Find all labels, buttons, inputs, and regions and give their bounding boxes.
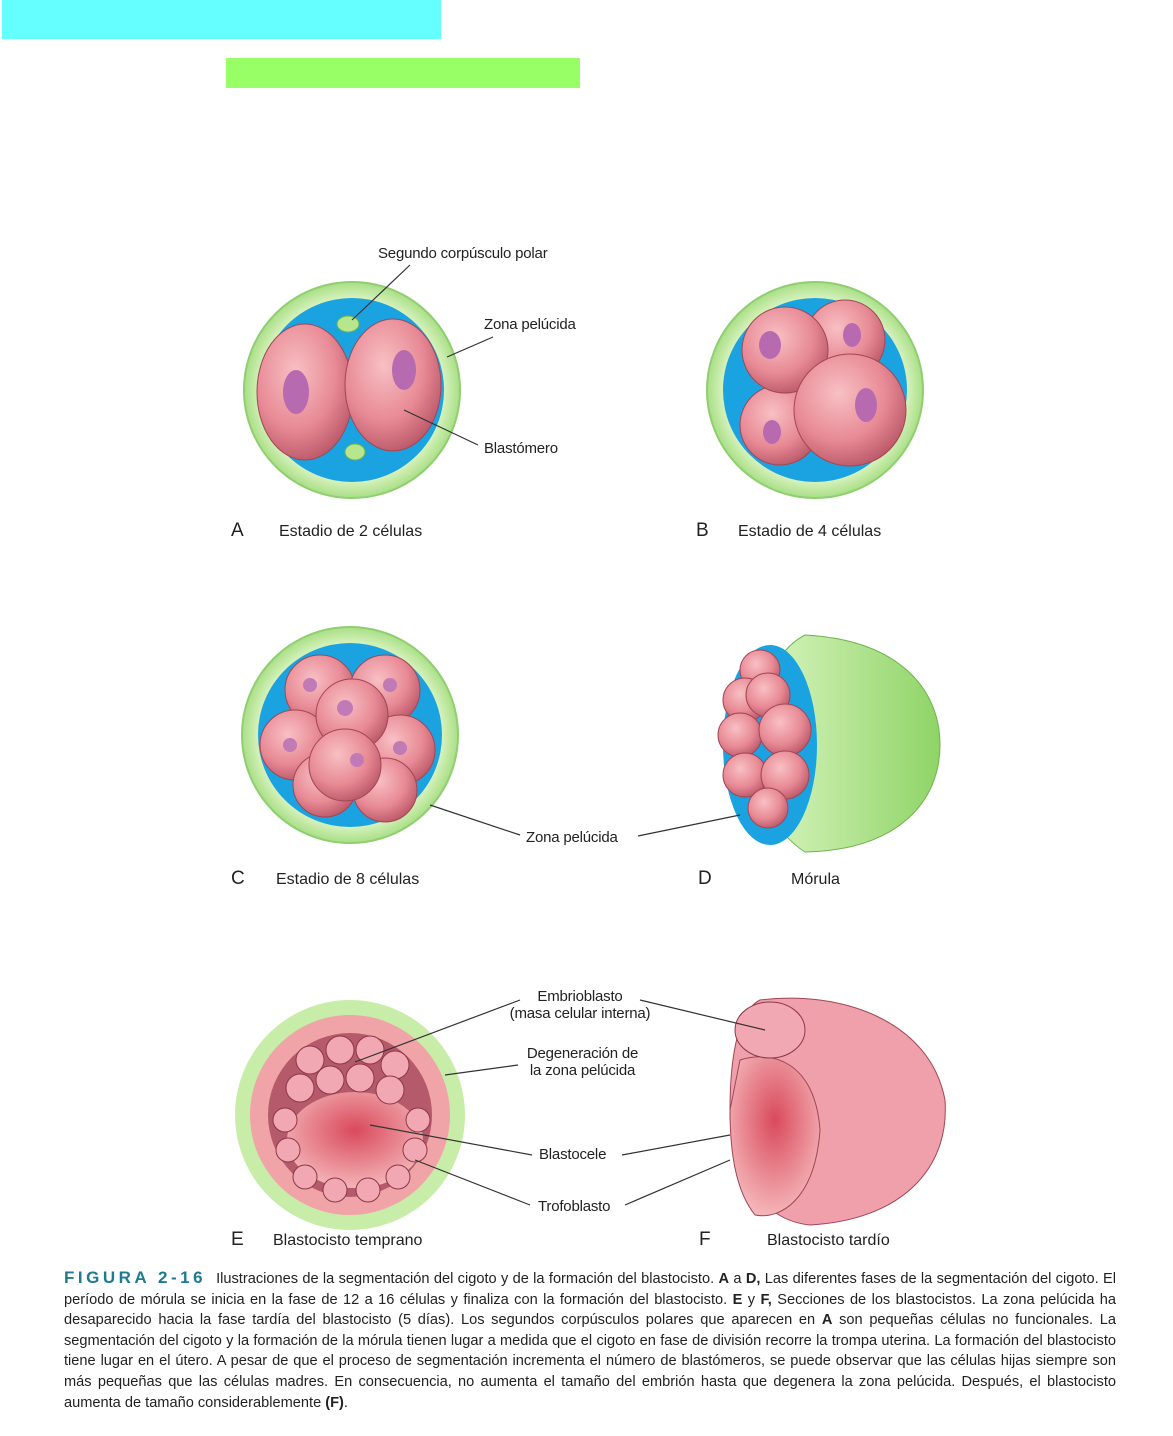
caption-bold: D,	[745, 1271, 761, 1287]
panel-a-title: Estadio de 2 células	[279, 523, 423, 540]
caption-text: Ilustraciones de la segmentación del cig…	[216, 1271, 719, 1287]
caption-text: a	[729, 1271, 746, 1287]
caption-text: Secciones de los blastocistos. La zona p…	[64, 1291, 1117, 1329]
panel-c-title: Estadio de 8 células	[276, 871, 420, 888]
panel-d-letter: D	[698, 868, 712, 889]
panel-a-two-cell	[243, 264, 494, 499]
caption-bold: E	[732, 1291, 743, 1308]
label-degeneracion-line1: Degeneración de	[526, 1045, 639, 1062]
caption-bold: A	[821, 1312, 833, 1329]
panel-d-title: Mórula	[791, 871, 840, 888]
panel-f-title: Blastocisto tardío	[767, 1232, 890, 1249]
label-embrioblasto-line1: Embrioblasto	[537, 988, 623, 1005]
label-embrioblasto-line2: (masa celular interna)	[509, 1005, 651, 1022]
panel-c-eight-cell	[241, 626, 459, 844]
label-degeneracion-line2: la zona pelúcida	[529, 1062, 636, 1079]
panel-c-letter: C	[231, 868, 245, 889]
green-highlight-bar	[226, 58, 580, 88]
caption-text: y	[742, 1291, 761, 1308]
caption-text: .	[343, 1394, 348, 1411]
figure-caption: FIGURA 2-16 Ilustraciones de la segmentac…	[64, 1268, 1116, 1413]
figure-number: FIGURA 2-16	[64, 1268, 207, 1287]
label-zona-pelucida-a: Zona pelúcida	[484, 316, 576, 333]
panel-a-letter: A	[231, 520, 244, 541]
caption-bold: A	[718, 1271, 730, 1287]
caption-bold: F,	[760, 1291, 772, 1308]
cyan-highlight-bar	[2, 0, 441, 39]
ef-leader-lines	[354, 999, 766, 1206]
label-trofoblasto: Trofoblasto	[538, 1198, 611, 1215]
panel-f-late-blastocyst	[729, 997, 946, 1226]
panel-f-letter: F	[699, 1229, 711, 1250]
caption-text: Las diferentes fases de la segmentación …	[64, 1271, 1116, 1308]
caption-text: son pequeñas células no funcionales. La …	[64, 1312, 1116, 1411]
label-embrioblasto: Embrioblasto(masa celular interna)	[500, 988, 660, 1022]
zona-leader-lines	[429, 804, 741, 837]
panel-b-four-cell	[706, 281, 924, 499]
panel-b-letter: B	[696, 520, 709, 541]
panel-d-morula	[717, 634, 941, 853]
panel-e-early-blastocyst	[235, 1000, 465, 1230]
label-second-polar-body: Segundo corpúsculo polar	[378, 245, 548, 262]
panel-e-title: Blastocisto temprano	[273, 1232, 423, 1249]
label-zona-pelucida-cd: Zona pelúcida	[526, 829, 618, 846]
panel-b-title: Estadio de 4 células	[738, 523, 882, 540]
label-blastomero: Blastómero	[484, 440, 558, 457]
panel-e-letter: E	[231, 1229, 244, 1250]
label-blastocele: Blastocele	[539, 1146, 607, 1163]
caption-bold: (F)	[325, 1394, 344, 1411]
